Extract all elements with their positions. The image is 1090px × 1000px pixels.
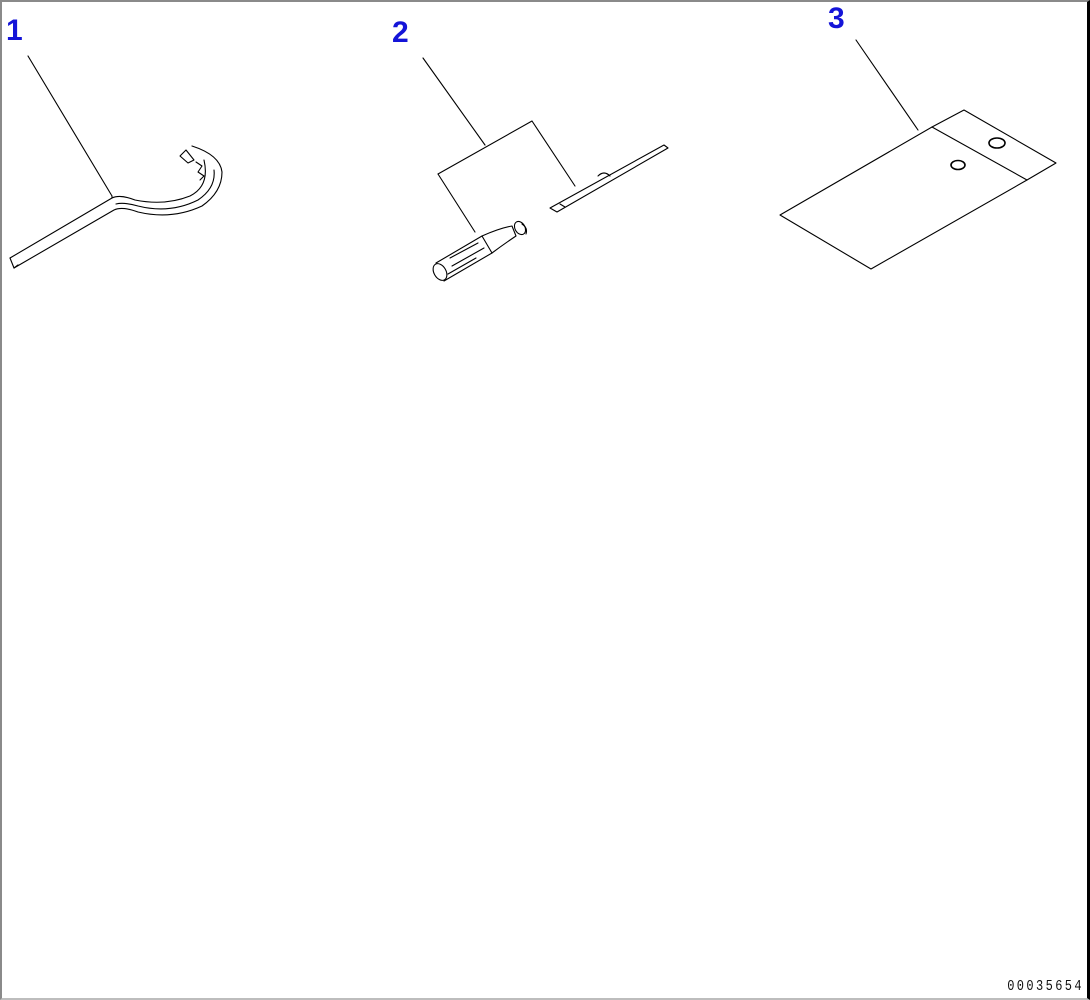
callout-2: 2 bbox=[392, 16, 409, 49]
spanner-wrench-icon bbox=[9, 55, 223, 269]
callout-3: 3 bbox=[828, 2, 845, 35]
plate-icon bbox=[779, 39, 1057, 270]
document-number: 00035654 bbox=[1007, 978, 1084, 995]
screwdriver-icon bbox=[422, 57, 669, 282]
callout-1: 1 bbox=[6, 14, 23, 47]
